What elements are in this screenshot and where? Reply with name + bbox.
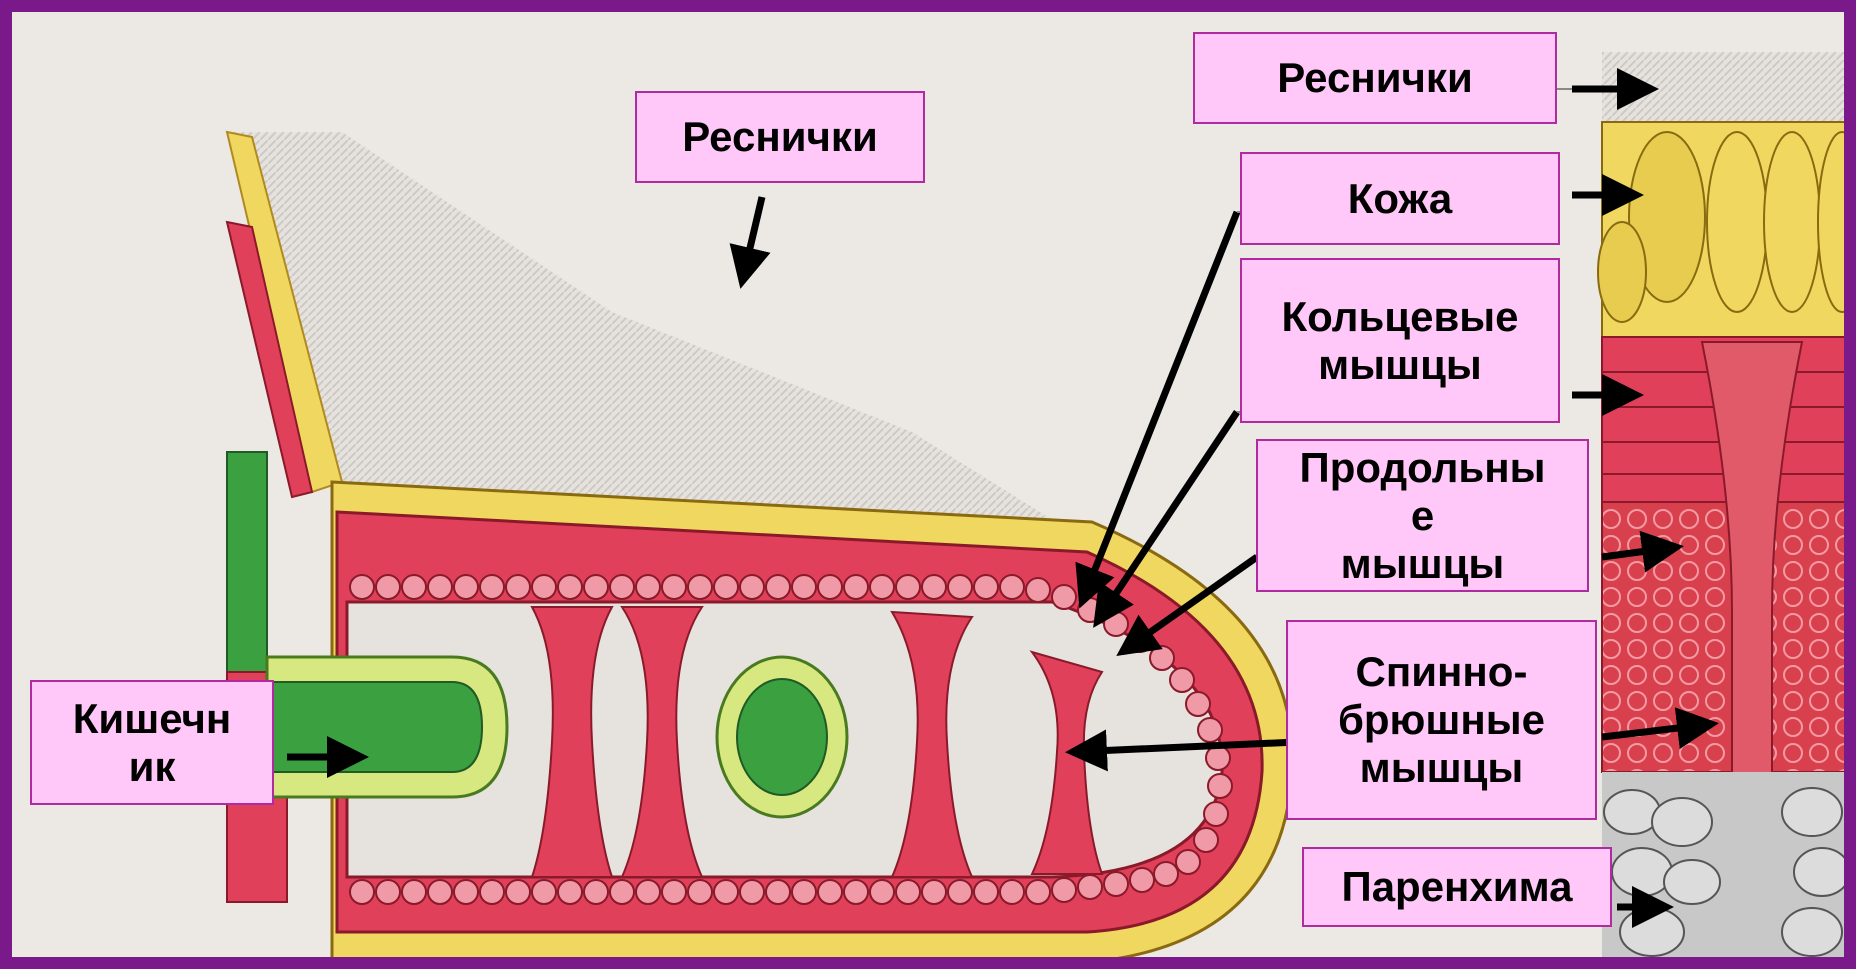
label-cilia-right: Реснички <box>1193 32 1557 124</box>
label-cilia-left: Реснички <box>635 91 925 183</box>
arrow-skin-body <box>1082 212 1237 602</box>
label-skin: Кожа <box>1240 152 1560 245</box>
label-longitudinal-muscles: Продольны е мышцы <box>1256 439 1589 592</box>
label-circular-muscles: Кольцевые мышцы <box>1240 258 1560 423</box>
right-panel-skin-cells <box>1598 122 1856 337</box>
left-intestine-wall <box>227 452 267 672</box>
label-intestine: Кишечн ик <box>30 680 274 805</box>
label-parenchyma: Паренхима <box>1302 847 1612 927</box>
arrow-cilia-left <box>742 197 762 282</box>
cilia-region <box>227 132 1072 532</box>
right-panel-parenchyma <box>1602 772 1856 969</box>
label-dorsoventral-muscles: Спинно- брюшные мышцы <box>1286 620 1597 820</box>
